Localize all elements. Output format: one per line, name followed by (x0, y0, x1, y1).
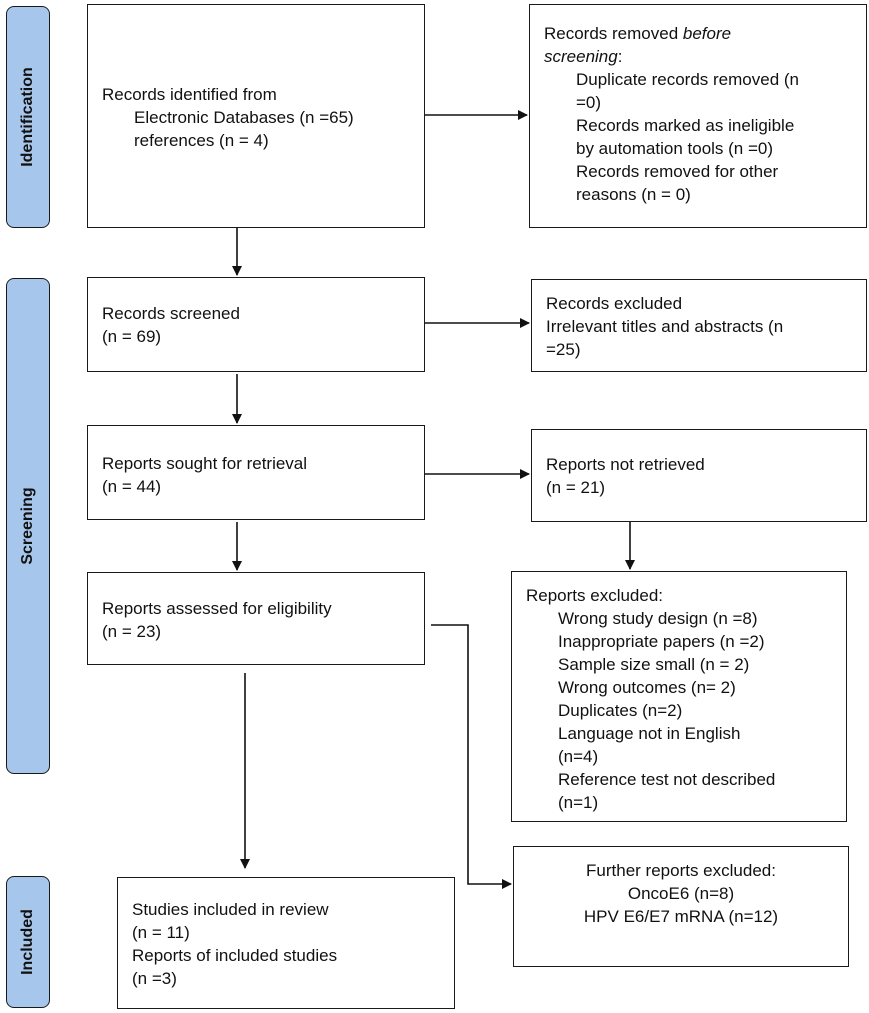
removed-item: =0) (576, 93, 602, 112)
studies-included-box: Studies included in review (n = 11) Repo… (117, 877, 455, 1009)
records-identified-databases: Electronic Databases (n =65) (134, 108, 354, 127)
excluded-reason: Sample size small (n = 2) (558, 655, 750, 674)
further-excluded-hpv: HPV E6/E7 mRNA (n=12) (583, 907, 779, 926)
reports-not-retrieved-count: (n = 21) (546, 478, 606, 497)
records-excluded-reason: Irrelevant titles and abstracts (n (546, 317, 784, 336)
excluded-reason: Wrong outcomes (n= 2) (558, 678, 736, 697)
excluded-reason: (n=4) (558, 747, 599, 766)
further-excluded-oncoe6: OncoE6 (n=8) (627, 884, 735, 903)
studies-included-title: Studies included in review (132, 900, 329, 919)
records-removed-title-cont: screening: (544, 47, 623, 66)
arrow-assessed-to-further-excluded (431, 624, 512, 889)
records-excluded-count: =25) (546, 340, 581, 359)
included-reports-count: (n =3) (132, 969, 177, 988)
removed-item: by automation tools (n =0) (576, 139, 774, 158)
records-screened-box: Records screened (n = 69) (87, 277, 425, 372)
reports-sought-box: Reports sought for retrieval (n = 44) (87, 425, 425, 520)
phase-screening: Screening (6, 278, 50, 774)
excluded-reason: Inappropriate papers (n =2) (558, 632, 765, 651)
reports-assessed-title: Reports assessed for eligibility (102, 599, 332, 618)
reports-excluded-title: Reports excluded: (526, 586, 664, 605)
reports-excluded-box: Reports excluded: Wrong study design (n … (511, 571, 847, 822)
reports-not-retrieved-title: Reports not retrieved (546, 455, 705, 474)
excluded-reason: Reference test not described (558, 770, 776, 789)
reports-not-retrieved-box: Reports not retrieved (n = 21) (531, 429, 867, 522)
removed-item: reasons (n = 0) (576, 185, 691, 204)
records-identified-box: Records identified from Electronic Datab… (87, 4, 425, 228)
records-screened-count: (n = 69) (102, 327, 162, 346)
reports-sought-count: (n = 44) (102, 477, 162, 496)
removed-item: Duplicate records removed (n (576, 70, 799, 89)
records-removed-box: Records removed before screening: Duplic… (529, 4, 867, 228)
excluded-reason: (n=1) (558, 793, 599, 812)
excluded-reason: Wrong study design (n =8) (558, 609, 758, 628)
records-excluded-title: Records excluded (546, 294, 683, 313)
records-screened-title: Records screened (102, 304, 240, 323)
excluded-reason: Language not in English (558, 724, 741, 743)
phase-identification: Identification (6, 6, 50, 228)
studies-included-count: (n = 11) (132, 923, 190, 942)
reports-assessed-count: (n = 23) (102, 622, 162, 641)
phase-included: Included (6, 876, 50, 1008)
records-identified-title: Records identified from (102, 85, 277, 104)
reports-sought-title: Reports sought for retrieval (102, 454, 308, 473)
reports-assessed-box: Reports assessed for eligibility (n = 23… (87, 572, 425, 665)
records-removed-title: Records removed before (544, 24, 732, 43)
removed-item: Records marked as ineligible (576, 116, 795, 135)
included-reports-title: Reports of included studies (132, 946, 338, 965)
further-excluded-title: Further reports excluded: (586, 861, 776, 880)
records-excluded-box: Records excluded Irrelevant titles and a… (531, 279, 867, 372)
records-identified-references: references (n = 4) (134, 131, 269, 150)
removed-item: Records removed for other (576, 162, 779, 181)
excluded-reason: Duplicates (n=2) (558, 701, 683, 720)
further-excluded-box: Further reports excluded: OncoE6 (n=8) H… (513, 846, 849, 967)
